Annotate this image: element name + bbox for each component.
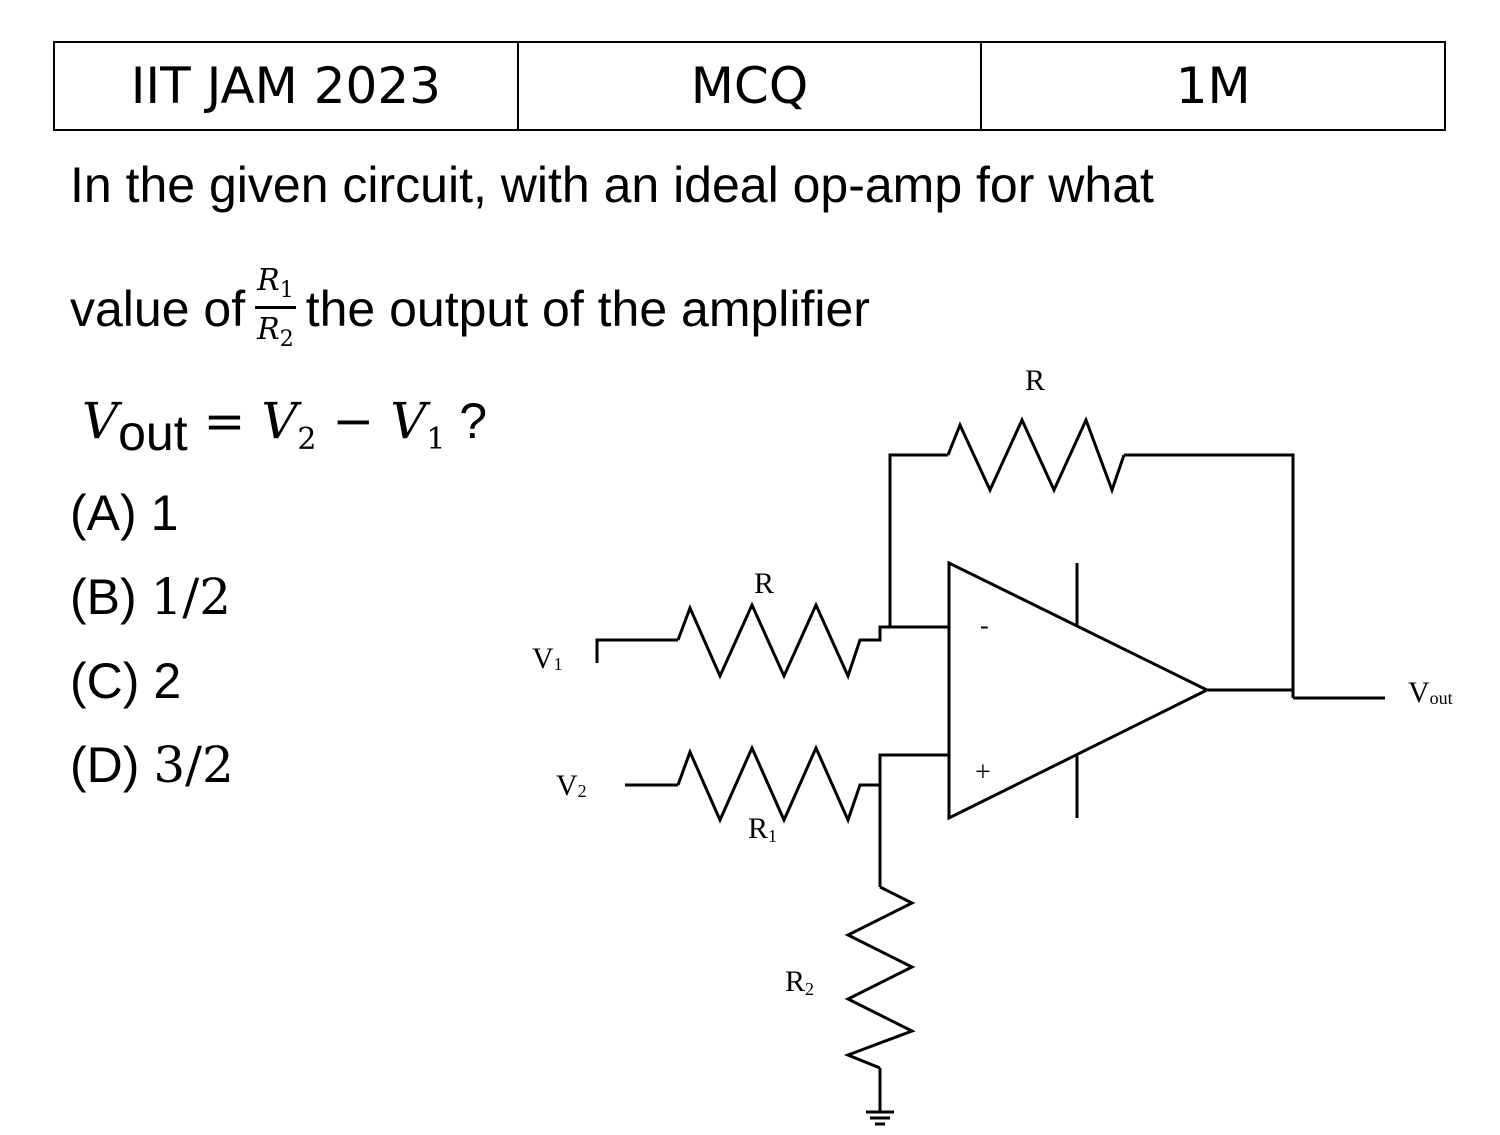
feedback-wire-left bbox=[888, 453, 948, 627]
op-amp-triangle bbox=[947, 560, 1211, 821]
header-type: MCQ bbox=[519, 43, 983, 129]
feedback-resistor-r bbox=[946, 416, 1126, 495]
non-inverting-sign: + bbox=[975, 757, 991, 788]
label-v2: V2 bbox=[556, 769, 587, 802]
question-prefix: value of bbox=[70, 280, 246, 337]
feedback-wire-right bbox=[1124, 453, 1295, 690]
fraction-numerator: R1 bbox=[255, 266, 296, 309]
inverting-sign: - bbox=[980, 611, 989, 640]
option-a[interactable]: (A) 1 bbox=[70, 485, 179, 541]
header-exam: IIT JAM 2023 bbox=[55, 43, 519, 129]
non-inverting-wire bbox=[878, 753, 948, 785]
question-suffix: the output of the amplifier bbox=[305, 280, 870, 337]
fraction-denominator: R2 bbox=[257, 312, 294, 352]
v1-input-wire bbox=[595, 638, 678, 663]
label-r1: R1 bbox=[748, 812, 777, 846]
option-b[interactable]: (B) 1/2 bbox=[70, 568, 232, 626]
input-resistor-r bbox=[676, 601, 948, 681]
ground-resistor-r2 bbox=[843, 885, 916, 1070]
question-line-1: In the given circuit, with an ideal op-a… bbox=[70, 157, 1154, 213]
label-r-feedback: R bbox=[1025, 364, 1045, 397]
label-v1: V1 bbox=[532, 642, 563, 675]
option-d[interactable]: (D) 3/2 bbox=[70, 736, 234, 794]
label-r2: R2 bbox=[785, 965, 814, 999]
option-c[interactable]: (C) 2 bbox=[70, 653, 182, 709]
output-equation: Vout = V2 − V1 ? bbox=[82, 392, 488, 461]
header-marks: 1M bbox=[1175, 57, 1251, 115]
header-table: IIT JAM 2023 MCQ 1M bbox=[53, 41, 1446, 131]
question-line-2: value of R1 R2 the output of the amplifi… bbox=[70, 266, 870, 351]
label-vout: Vout bbox=[1408, 676, 1453, 709]
input-resistor-r1 bbox=[676, 744, 880, 825]
ratio-fraction: R1 R2 bbox=[255, 266, 296, 351]
label-r-input: R bbox=[754, 567, 774, 600]
